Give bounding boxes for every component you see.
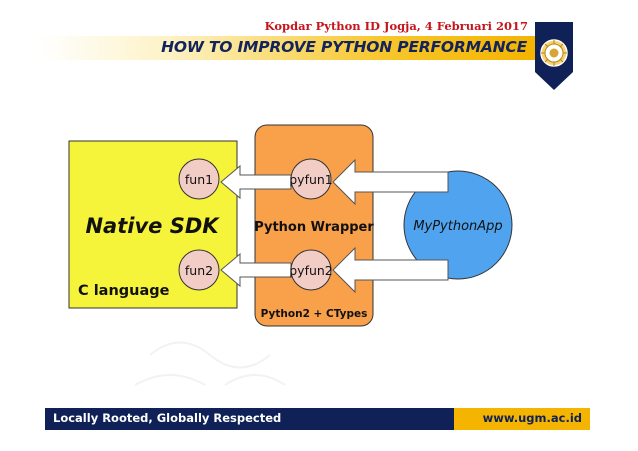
- footer-tagline-panel: Locally Rooted, Globally Respected: [45, 408, 454, 430]
- fun2-label: fun2: [185, 263, 213, 278]
- native-sdk-subtitle: C language: [78, 283, 170, 299]
- ugm-emblem-icon: [535, 22, 573, 90]
- python-wrapper-subtitle: Python2 + CTypes: [261, 308, 368, 320]
- footer-tagline: Locally Rooted, Globally Respected: [53, 411, 282, 425]
- my-python-app-circle: [403, 170, 513, 280]
- fun1-label: fun1: [185, 172, 213, 187]
- title-bar: HOW TO IMPROVE PYTHON PERFORMANCE: [40, 36, 535, 60]
- native-sdk-title: Native SDK: [85, 214, 220, 238]
- my-python-app-label: MyPythonApp: [413, 219, 502, 234]
- footer-url: www.ugm.ac.id: [482, 411, 582, 425]
- arrows: [220, 158, 449, 294]
- event-caption: Kopdar Python ID Jogja, 4 Februari 2017: [264, 19, 528, 33]
- pyfun1-label: pyfun1: [289, 172, 333, 187]
- pyfun2-node: [290, 249, 332, 291]
- slide-title: HOW TO IMPROVE PYTHON PERFORMANCE: [161, 38, 527, 56]
- arrow-app-to-pyfun2: [332, 246, 449, 294]
- arrow-app-to-pyfun1: [332, 158, 449, 206]
- footer-url-panel: www.ugm.ac.id: [454, 408, 590, 430]
- pyfun1-node: [290, 158, 332, 200]
- arrow-pyfun1-to-fun1: [220, 164, 292, 200]
- fun2-node: [178, 249, 220, 291]
- pyfun2-label: pyfun2: [289, 263, 333, 278]
- footer-bar: Locally Rooted, Globally Respected www.u…: [45, 408, 590, 430]
- arrow-pyfun2-to-fun2: [220, 252, 292, 288]
- python-wrapper-title: Python Wrapper: [254, 220, 374, 235]
- watermark: [134, 341, 286, 386]
- fun1-node: [178, 158, 220, 200]
